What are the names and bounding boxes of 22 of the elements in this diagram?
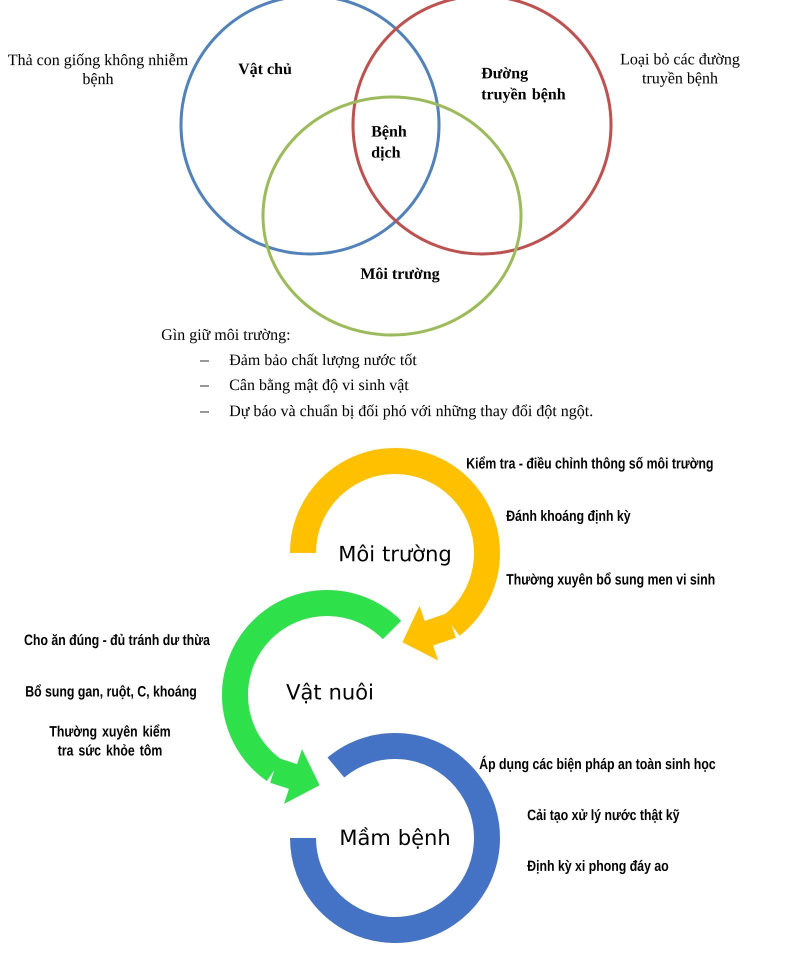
- list-item: Dự báo và chuẩn bị đối phó với những thay đổi đột ngột.: [230, 404, 592, 420]
- side-note: Loại bỏ các đường truyền bệnh: [620, 53, 740, 87]
- side-note: Cho ăn đúng - đủ tránh dư thừa: [24, 634, 210, 648]
- overlap-label: Bệnh dịch: [371, 125, 407, 161]
- circle-label: Vật chủ: [238, 62, 292, 78]
- side-note: Cải tạo xử lý nước thật kỹ: [528, 808, 680, 824]
- ring-label: Mầm bệnh: [341, 827, 449, 849]
- side-note: Thường xuyên kiểm tra sức khỏe tôm: [50, 724, 170, 756]
- side-note: Thường xuyên bổ sung men vi sinh: [506, 572, 714, 588]
- circle-label: Đường truyền bệnh: [481, 67, 566, 103]
- side-note: Gìn giữ môi trường:: [162, 328, 290, 344]
- ring-label: Môi trường: [340, 544, 450, 566]
- side-note: Kiểm tra - điều chỉnh thông số môi trường: [467, 456, 713, 472]
- side-note: Áp dụng các biện pháp an toàn sinh học: [480, 756, 716, 772]
- list-item: Cân bằng mật độ vi sinh vật: [230, 378, 409, 394]
- list-item: Đảm bảo chất lượng nước tốt: [230, 353, 417, 368]
- side-note: Thả con giống không nhiễm bệnh: [8, 53, 188, 87]
- side-note: Định kỳ xi phong đáy ao: [527, 860, 668, 874]
- ring-label: Vật nuôi: [286, 682, 372, 704]
- side-note: Đánh khoáng định kỳ: [506, 510, 631, 524]
- circle-label: Môi trường: [360, 268, 440, 282]
- side-note: Bổ sung gan, ruột, C, khoáng: [26, 684, 196, 700]
